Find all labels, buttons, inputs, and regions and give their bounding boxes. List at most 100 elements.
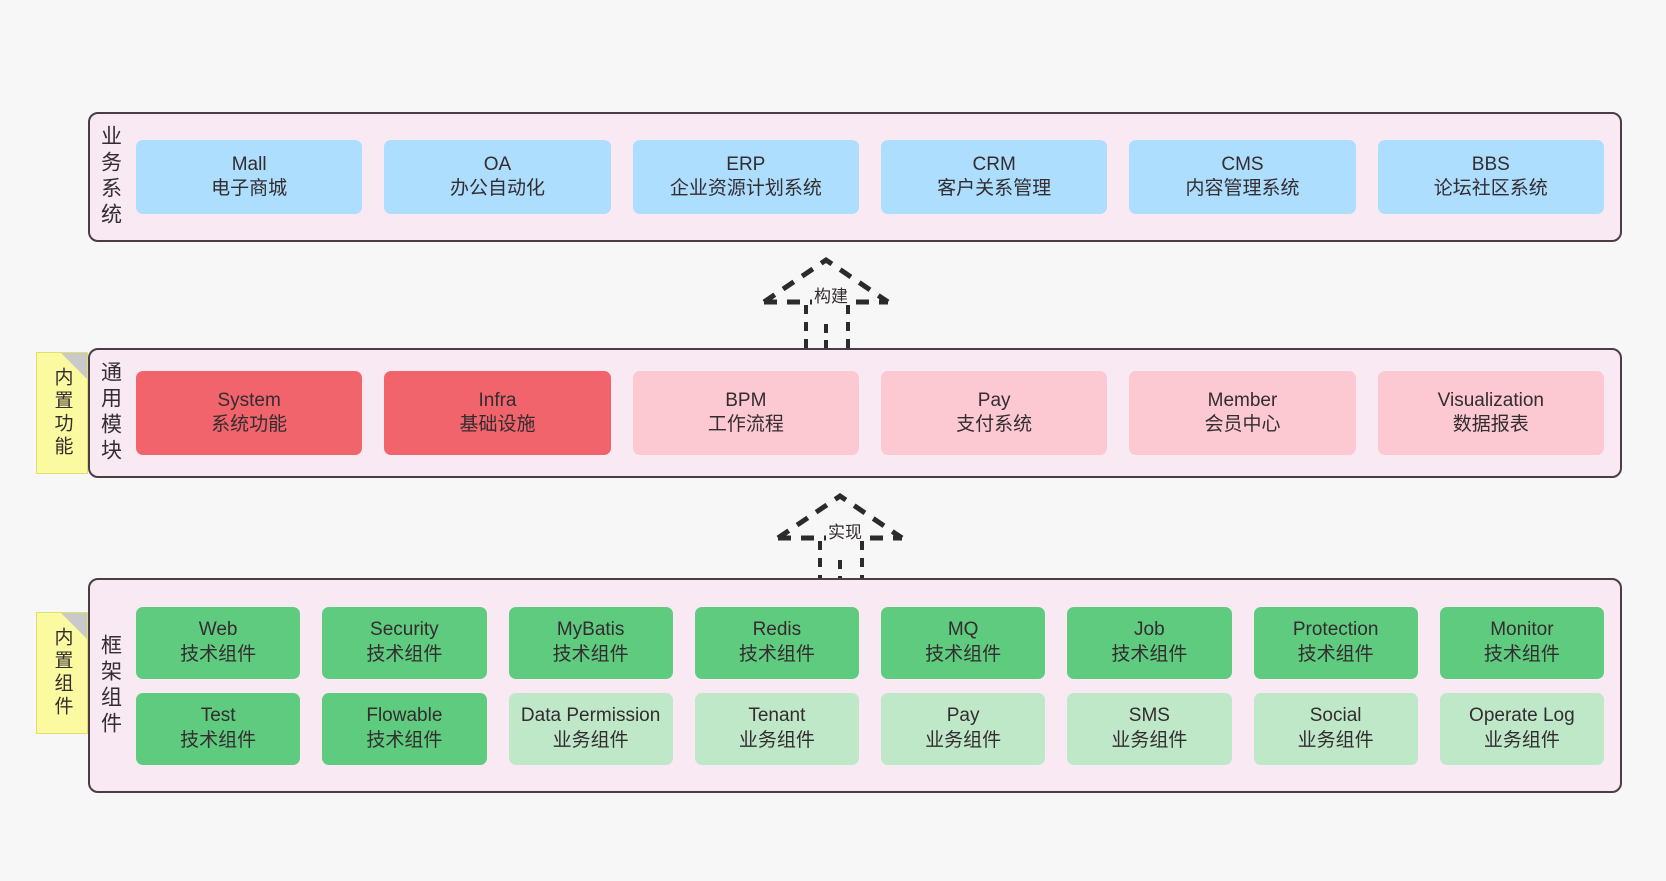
- note-fold-corner-icon: [61, 353, 87, 379]
- card-subtitle: 技术组件: [180, 643, 257, 665]
- card-title: Visualization: [1437, 389, 1544, 411]
- card-subtitle: 业务组件: [738, 729, 815, 751]
- card-title: BBS: [1471, 153, 1510, 175]
- card-mq[interactable]: MQ 技术组件: [881, 606, 1046, 679]
- card-title: Mall: [231, 153, 267, 175]
- card-subtitle: 技术组件: [1297, 643, 1374, 665]
- card-infra[interactable]: Infra 基础设施: [384, 371, 611, 455]
- card-data-permission[interactable]: Data Permission 业务组件: [508, 692, 673, 765]
- card-subtitle: 办公自动化: [449, 178, 545, 199]
- card-subtitle: 技术组件: [552, 643, 629, 665]
- card-subtitle: 业务组件: [552, 729, 629, 751]
- card-subtitle: 技术组件: [366, 643, 443, 665]
- card-title: Web: [198, 619, 238, 641]
- card-title: Operate Log: [1469, 705, 1575, 727]
- card-subtitle: 支付系统: [956, 414, 1033, 435]
- triangle-head-icon: [762, 256, 890, 305]
- card-title: Data Permission: [520, 705, 661, 727]
- layer-framework-component[interactable]: 框架组件 Web 技术组件 Security 技术组件 MyBatis 技术组件…: [88, 578, 1622, 793]
- card-title: System: [217, 389, 281, 411]
- card-title: Tenant: [748, 705, 806, 727]
- card-subtitle: 业务组件: [1297, 729, 1374, 751]
- card-subtitle: 电子商城: [211, 178, 288, 199]
- card-pay-business[interactable]: Pay 业务组件: [881, 692, 1046, 765]
- card-subtitle: 业务组件: [1483, 729, 1560, 751]
- card-monitor[interactable]: Monitor 技术组件: [1439, 606, 1604, 679]
- card-subtitle: 技术组件: [925, 643, 1002, 665]
- card-title: SMS: [1128, 705, 1170, 727]
- card-subtitle: 技术组件: [1111, 643, 1188, 665]
- card-oa[interactable]: OA 办公自动化: [384, 140, 611, 214]
- card-cms[interactable]: CMS 内容管理系统: [1129, 140, 1356, 214]
- card-subtitle: 内容管理系统: [1185, 178, 1300, 199]
- card-subtitle: 企业资源计划系统: [669, 178, 822, 199]
- card-title: Pay: [977, 389, 1011, 411]
- stem-rails: [804, 305, 850, 350]
- card-bbs[interactable]: BBS 论坛社区系统: [1377, 140, 1604, 214]
- card-subtitle: 技术组件: [1483, 643, 1560, 665]
- card-subtitle: 工作流程: [707, 414, 784, 435]
- card-subtitle: 技术组件: [738, 643, 815, 665]
- card-subtitle: 业务组件: [1111, 729, 1188, 751]
- card-system[interactable]: System 系统功能: [136, 371, 363, 455]
- card-job[interactable]: Job 技术组件: [1067, 606, 1232, 679]
- note-text: 内置组件: [51, 627, 73, 719]
- note-builtin-function: 内置功能: [36, 352, 88, 474]
- card-subtitle: 基础设施: [459, 414, 536, 435]
- card-member[interactable]: Member 会员中心: [1129, 371, 1356, 455]
- card-sms[interactable]: SMS 业务组件: [1067, 692, 1232, 765]
- card-subtitle: 会员中心: [1204, 414, 1281, 435]
- card-title: ERP: [726, 153, 766, 175]
- card-redis[interactable]: Redis 技术组件: [694, 606, 859, 679]
- layer-caption-business-system: 业务系统: [98, 125, 122, 229]
- card-title: CRM: [972, 153, 1016, 175]
- card-security[interactable]: Security 技术组件: [322, 606, 487, 679]
- card-tenant[interactable]: Tenant 业务组件: [694, 692, 859, 765]
- note-text: 内置功能: [51, 367, 73, 459]
- card-title: BPM: [725, 389, 767, 411]
- card-row: System 系统功能 Infra 基础设施 BPM 工作流程 Pay 支付系统…: [136, 371, 1604, 455]
- card-row: Mall 电子商城 OA 办公自动化 ERP 企业资源计划系统 CRM 客户关系…: [136, 140, 1604, 214]
- note-builtin-component: 内置组件: [36, 612, 88, 734]
- layer-body-framework-component: Web 技术组件 Security 技术组件 MyBatis 技术组件 Redi…: [130, 580, 1620, 791]
- card-visualization[interactable]: Visualization 数据报表: [1377, 371, 1604, 455]
- card-subtitle: 技术组件: [366, 729, 443, 751]
- card-title: Social: [1309, 705, 1362, 727]
- card-subtitle: 客户关系管理: [937, 178, 1052, 199]
- card-mybatis[interactable]: MyBatis 技术组件: [508, 606, 673, 679]
- card-title: Security: [370, 619, 439, 641]
- connector-build: 构建: [756, 256, 916, 350]
- card-title: Redis: [752, 619, 802, 641]
- card-subtitle: 数据报表: [1452, 414, 1529, 435]
- card-subtitle: 系统功能: [211, 414, 288, 435]
- card-title: Flowable: [366, 705, 443, 727]
- card-web[interactable]: Web 技术组件: [136, 606, 301, 679]
- card-title: CMS: [1221, 153, 1264, 175]
- card-row-business: Test 技术组件 Flowable 技术组件 Data Permission …: [136, 692, 1604, 765]
- card-title: Job: [1134, 619, 1165, 641]
- card-flowable[interactable]: Flowable 技术组件: [322, 692, 487, 765]
- layer-caption-common-module: 通用模块: [98, 361, 122, 465]
- card-test[interactable]: Test 技术组件: [136, 692, 301, 765]
- card-crm[interactable]: CRM 客户关系管理: [880, 140, 1108, 214]
- layer-common-module[interactable]: 通用模块 System 系统功能 Infra 基础设施 BPM 工作流程 Pay…: [88, 348, 1622, 478]
- card-erp[interactable]: ERP 企业资源计划系统: [632, 140, 859, 214]
- card-pay[interactable]: Pay 支付系统: [880, 371, 1108, 455]
- layer-body-business-system: Mall 电子商城 OA 办公自动化 ERP 企业资源计划系统 CRM 客户关系…: [130, 114, 1620, 240]
- connector-implement: 实现: [770, 492, 930, 586]
- card-mall[interactable]: Mall 电子商城: [136, 140, 363, 214]
- card-title: MQ: [947, 619, 979, 641]
- card-social[interactable]: Social 业务组件: [1253, 692, 1418, 765]
- card-subtitle: 技术组件: [180, 729, 257, 751]
- card-operate-log[interactable]: Operate Log 业务组件: [1439, 692, 1604, 765]
- card-title: Infra: [478, 389, 517, 411]
- card-title: Monitor: [1490, 619, 1554, 641]
- card-bpm[interactable]: BPM 工作流程: [632, 371, 859, 455]
- connector-label-build: 构建: [812, 287, 850, 306]
- layer-business-system[interactable]: 业务系统 Mall 电子商城 OA 办公自动化 ERP 企业资源计划系统 CRM…: [88, 112, 1622, 242]
- layer-body-common-module: System 系统功能 Infra 基础设施 BPM 工作流程 Pay 支付系统…: [130, 350, 1620, 476]
- card-title: Member: [1207, 389, 1278, 411]
- layer-caption-framework-component: 框架组件: [98, 633, 122, 738]
- card-title: Test: [200, 705, 236, 727]
- card-protection[interactable]: Protection 技术组件: [1253, 606, 1418, 679]
